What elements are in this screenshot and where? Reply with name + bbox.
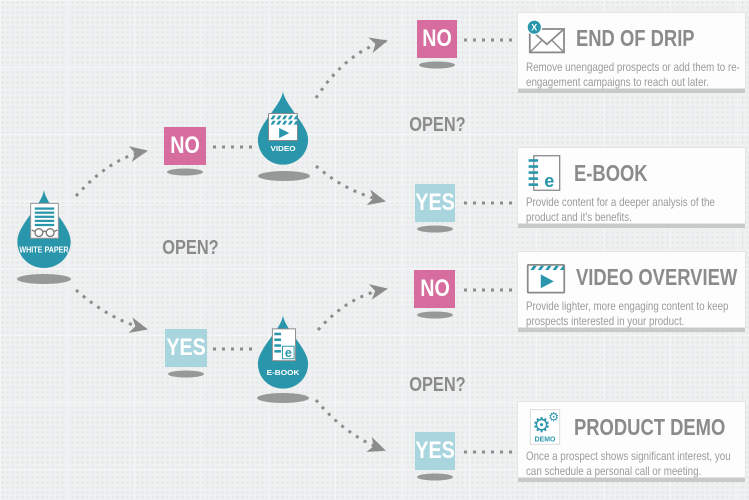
no-label: NO bbox=[422, 25, 452, 52]
ebook-letter: e bbox=[285, 346, 292, 360]
card-title: END OF DRIP bbox=[576, 24, 695, 51]
gear-large-glyph: ⚙ bbox=[532, 413, 551, 437]
card-ebook: e E-BOOK Provide content for a deeper an… bbox=[517, 147, 746, 224]
open-question-ebook: OPEN? bbox=[409, 374, 466, 396]
demo-label: DEMO bbox=[535, 437, 556, 444]
yes-box-whitepaper: YES bbox=[165, 329, 207, 367]
arrow-whitepaper-to-no bbox=[74, 146, 148, 198]
badge-x-glyph: X bbox=[531, 22, 537, 32]
ebook-label: E-BOOK bbox=[267, 368, 300, 377]
gear-small-glyph: ⚙ bbox=[548, 410, 559, 424]
no-box-video: NO bbox=[417, 20, 457, 58]
video-clapperboard-icon bbox=[268, 113, 298, 142]
video-clapperboard-icon bbox=[526, 263, 566, 294]
open-question-video: OPEN? bbox=[409, 114, 466, 136]
arrow-whitepaper-to-yes bbox=[75, 288, 148, 333]
yes-box-video: YES bbox=[415, 184, 455, 222]
white-paper-label: WHITE PAPER bbox=[19, 246, 68, 255]
card-title: E-BOOK bbox=[574, 159, 648, 186]
open-question-whitepaper: OPEN? bbox=[162, 237, 219, 259]
card-title: VIDEO OVERVIEW bbox=[576, 263, 738, 290]
gears-demo-icon: ⚙ ⚙ DEMO bbox=[529, 409, 561, 445]
card-description: Provide lighter, more engaging content t… bbox=[526, 299, 729, 328]
yes-label: YES bbox=[415, 437, 455, 464]
envelope-x-icon: X bbox=[526, 20, 565, 54]
ebook-drop: e E-BOOK bbox=[256, 314, 310, 395]
card-end-of-drip: X END OF DRIP Remove unengaged prospects… bbox=[517, 12, 746, 89]
card-description: Remove unengaged prospects or add them t… bbox=[526, 60, 740, 89]
card-title: PRODUCT DEMO bbox=[574, 413, 726, 440]
no-label: NO bbox=[419, 275, 450, 302]
video-drop: VIDEO bbox=[256, 90, 310, 171]
card-video-overview: VIDEO OVERVIEW Provide lighter, more eng… bbox=[517, 251, 746, 328]
yes-label: YES bbox=[415, 189, 455, 216]
no-box-whitepaper: NO bbox=[164, 127, 206, 165]
white-paper-drop: WHITE PAPER bbox=[15, 189, 73, 274]
glasses-icon bbox=[31, 228, 58, 238]
no-box-ebook: NO bbox=[414, 270, 455, 308]
video-label: VIDEO bbox=[270, 144, 295, 153]
card-description: Once a prospect shows significant intere… bbox=[526, 449, 731, 478]
arrow-video-to-yes bbox=[315, 164, 386, 206]
yes-label: YES bbox=[166, 334, 206, 361]
drop-shadows bbox=[17, 61, 455, 481]
arrow-ebook-to-no bbox=[316, 284, 388, 331]
ebook-icon: e bbox=[528, 155, 561, 191]
card-description: Provide content for a deeper analysis of… bbox=[526, 195, 715, 224]
ebook-letter: e bbox=[544, 171, 554, 191]
yes-box-ebook: YES bbox=[415, 432, 455, 470]
ebook-icon: e bbox=[271, 328, 297, 362]
white-paper-icon bbox=[30, 202, 59, 239]
card-product-demo: ⚙ ⚙ DEMO PRODUCT DEMO Once a prospect sh… bbox=[517, 401, 746, 478]
no-label: NO bbox=[170, 132, 200, 159]
arrow-ebook-to-yes bbox=[314, 399, 386, 452]
arrow-video-to-no bbox=[314, 37, 388, 99]
